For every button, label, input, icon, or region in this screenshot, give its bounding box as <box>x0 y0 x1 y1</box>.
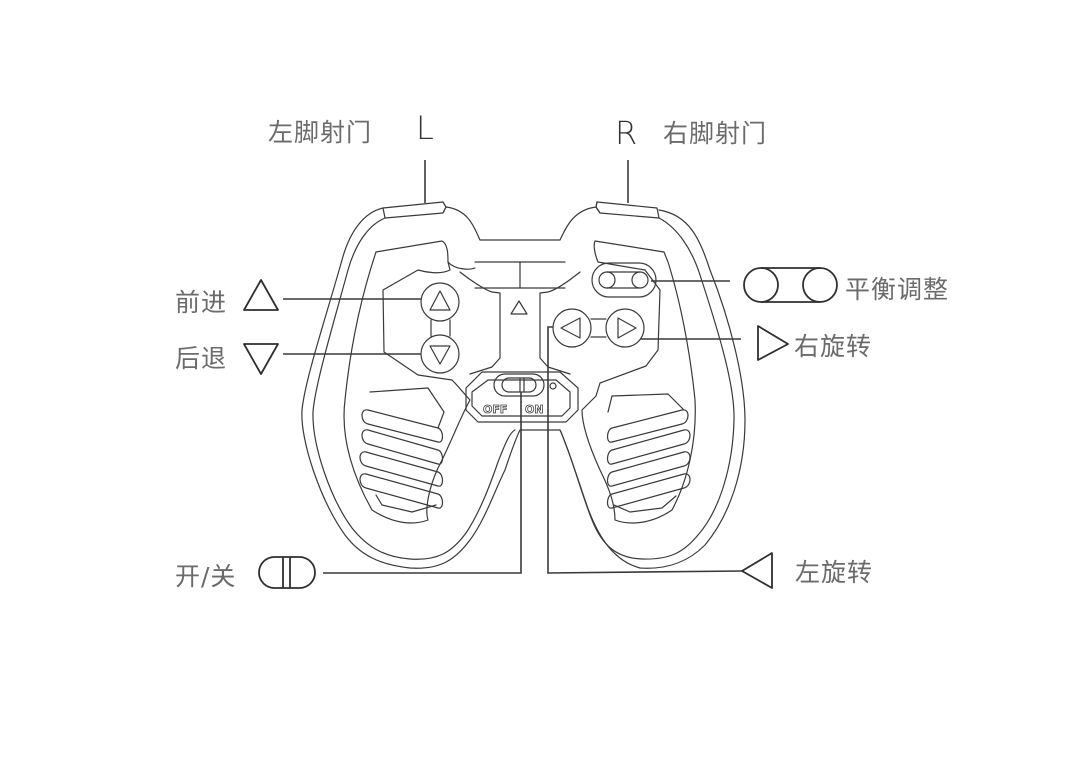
left-shoulder-button[interactable] <box>382 201 447 219</box>
balance-legend-double-circle-icon <box>743 267 838 303</box>
right-shoulder-button[interactable] <box>595 201 660 219</box>
controller-body <box>301 206 746 569</box>
rotate-right-legend-triangle-right-icon <box>757 325 789 361</box>
rotate-right-button[interactable] <box>605 308 645 348</box>
left-grip-panel <box>343 240 476 524</box>
right-grip-panel <box>581 240 696 524</box>
forward-label: 前进 <box>175 288 228 317</box>
power-legend-switch-icon <box>258 556 316 589</box>
balance-trim-control[interactable] <box>591 262 657 298</box>
left-shoulder-letter: L <box>416 109 434 147</box>
forward-legend-triangle-up-icon <box>243 279 279 311</box>
backward-button[interactable] <box>420 334 460 374</box>
rotate-left-button[interactable] <box>552 308 592 348</box>
right-grip-ribs <box>606 393 691 513</box>
balance-label: 平衡调整 <box>845 275 950 304</box>
center-panel <box>459 261 581 423</box>
switch-off-label: OFF <box>483 403 507 416</box>
right-shoulder-letter: R <box>615 114 638 152</box>
left-grip-ribs <box>359 387 445 513</box>
power-label: 开/关 <box>175 562 237 591</box>
center-up-arrow-icon <box>510 300 528 315</box>
rotate-left-legend-triangle-left-icon <box>741 552 773 589</box>
left-kick-label: 左脚射门 <box>268 118 373 147</box>
callout-lines <box>283 160 743 574</box>
right-kick-label: 右脚射门 <box>663 119 768 148</box>
switch-on-label: ON <box>525 403 544 416</box>
forward-button[interactable] <box>420 282 460 322</box>
backward-legend-triangle-down-icon <box>243 343 279 375</box>
backward-label: 后退 <box>175 344 228 373</box>
rotate-left-label: 左旋转 <box>795 558 874 587</box>
power-switch[interactable] <box>493 373 557 397</box>
rotate-right-label: 右旋转 <box>794 332 873 361</box>
